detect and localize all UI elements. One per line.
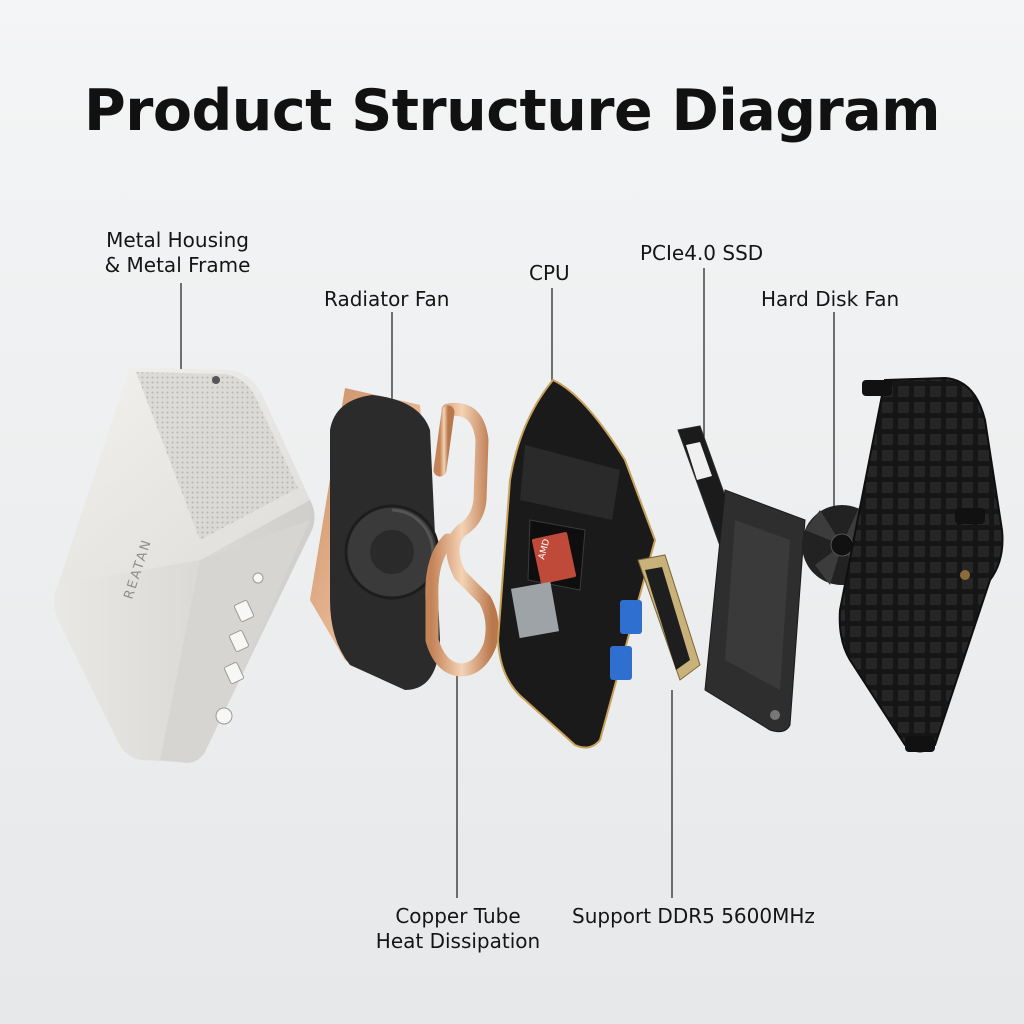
usb-blue-1 [620, 600, 642, 634]
motherboard: AMD [496, 378, 657, 749]
ram-module [637, 554, 701, 681]
label-radiator-fan: Radiator Fan [324, 287, 450, 311]
label-copper-tube-line2: Heat Dissipation [375, 929, 541, 953]
cover-foot-1 [862, 380, 892, 396]
ssd-bracket [704, 489, 806, 733]
metal-housing: REATAN [54, 368, 315, 763]
cover-screw [960, 570, 970, 580]
page-title: Product Structure Diagram [83, 78, 941, 144]
usb-ports [610, 600, 642, 680]
label-ddr5: Support DDR5 5600MHz [572, 904, 815, 928]
label-metal-housing-line1: Metal Housing [106, 228, 249, 252]
label-hard-disk-fan: Hard Disk Fan [761, 287, 900, 311]
cpu-chip: AMD [531, 532, 577, 584]
label-cpu: CPU [529, 261, 570, 285]
label-copper-tube: Copper Tube Heat Dissipation [358, 904, 558, 954]
usb-port-2 [229, 630, 249, 652]
label-ssd: PCIe4.0 SSD [640, 241, 764, 265]
usb-blue-2 [610, 646, 632, 680]
bottom-cover [838, 376, 1004, 753]
label-metal-housing-line2: & Metal Frame [104, 253, 251, 277]
audio-jack [252, 572, 264, 584]
label-metal-housing: Metal Housing & Metal Frame [90, 228, 265, 278]
power-button [215, 707, 233, 725]
usb-port-3 [224, 662, 244, 684]
usb-port-1 [234, 600, 254, 622]
radiator-fan [310, 388, 440, 690]
copper-heat-pipe [425, 402, 499, 677]
housing-screw [212, 376, 220, 384]
cover-foot-3 [905, 736, 935, 752]
front-ports [215, 572, 264, 725]
label-copper-tube-line1: Copper Tube [395, 904, 521, 928]
cover-foot-2 [955, 508, 985, 524]
vrm-heatsink [510, 581, 560, 639]
